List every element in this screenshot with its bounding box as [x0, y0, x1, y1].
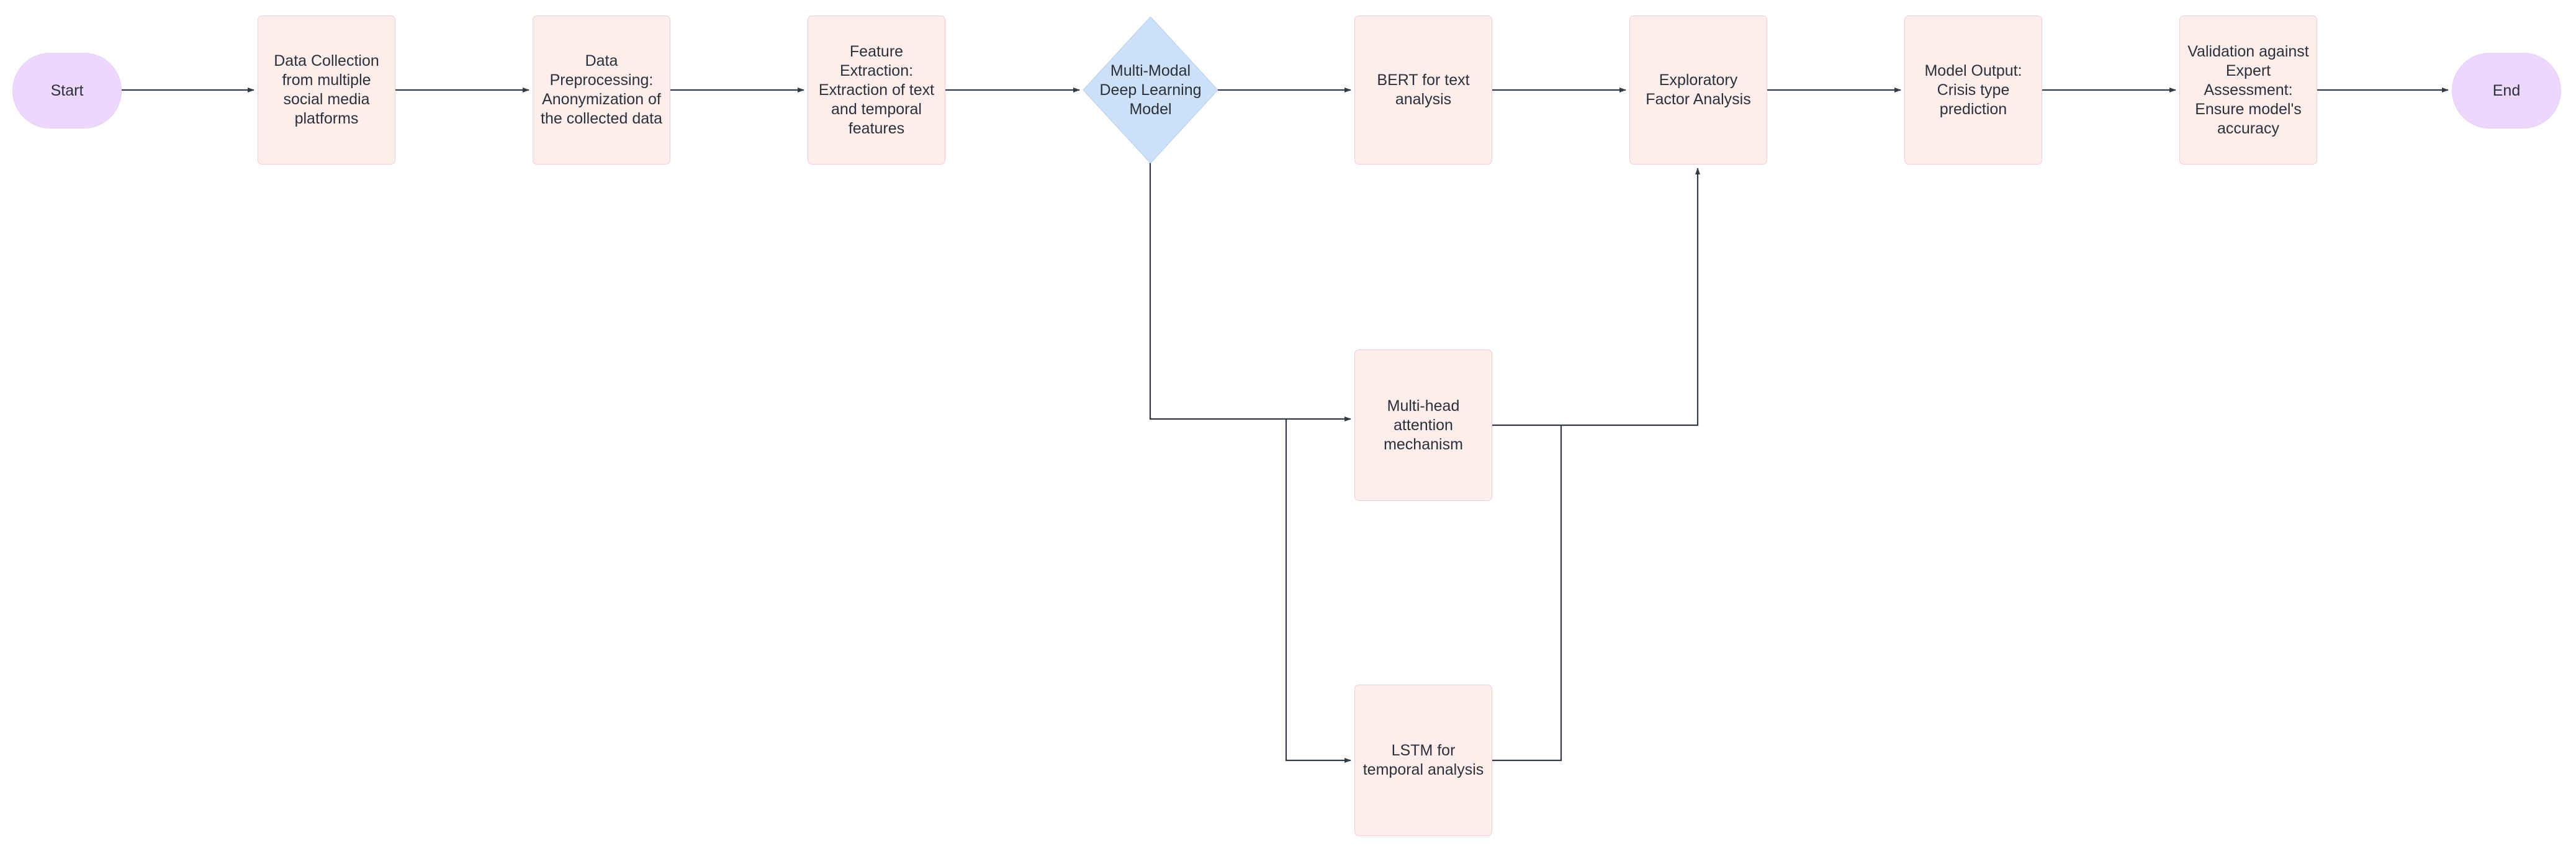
node-validation-against-expert-assessment-label: Validation against Expert Assessment: En… [2187, 42, 2309, 137]
node-validation-against-expert-assessment[interactable]: Validation against Expert Assessment: En… [2179, 16, 2317, 164]
node-data-collection-label: Data Collection from multiple social med… [274, 52, 379, 127]
node-multi-head-attention-mechanism[interactable]: Multi-head attention mechanism [1354, 349, 1492, 501]
node-end-label: End [2492, 81, 2521, 99]
node-feature-extraction-label: Feature Extraction: Extraction of text a… [818, 42, 935, 137]
node-lstm-for-temporal-analysis-label: LSTM for temporal analysis [1362, 742, 1484, 778]
node-data-collection[interactable]: Data Collection from multiple social med… [258, 16, 395, 164]
node-multimodal-deep-learning-model[interactable]: Multi-Modal Deep Learning Model [1083, 17, 1218, 163]
node-bert-for-text-analysis-label: BERT for text analysis [1377, 71, 1470, 108]
node-bert-for-text-analysis[interactable]: BERT for text analysis [1354, 16, 1492, 164]
node-exploratory-factor-analysis[interactable]: Exploratory Factor Analysis [1629, 16, 1767, 164]
node-feature-extraction[interactable]: Feature Extraction: Extraction of text a… [808, 16, 945, 164]
edge-attention-to-efa [1492, 168, 1700, 426]
node-start-label: Start [50, 81, 84, 99]
edge-multimodal_model-to-lstm [1285, 419, 1351, 763]
node-data-preprocessing-label: Data Preprocessing: Anonymization of the… [541, 52, 662, 127]
node-start[interactable]: Start [12, 53, 122, 128]
diamond-shape-icon [1083, 17, 1218, 163]
node-exploratory-factor-analysis-label: Exploratory Factor Analysis [1646, 71, 1751, 108]
node-multimodal-deep-learning-model-label: Multi-Modal Deep Learning Model [1099, 61, 1202, 118]
node-lstm-for-temporal-analysis[interactable]: LSTM for temporal analysis [1354, 685, 1492, 836]
node-model-output[interactable]: Model Output: Crisis type prediction [1904, 16, 2042, 164]
node-end[interactable]: End [2452, 53, 2561, 128]
edge-lstm-to-efa [1492, 425, 1562, 762]
node-multi-head-attention-mechanism-label: Multi-head attention mechanism [1384, 397, 1463, 453]
node-data-preprocessing[interactable]: Data Preprocessing: Anonymization of the… [533, 16, 670, 164]
edge-multimodal_model-to-attention [1149, 163, 1351, 421]
node-model-output-label: Model Output: Crisis type prediction [1924, 61, 2022, 118]
